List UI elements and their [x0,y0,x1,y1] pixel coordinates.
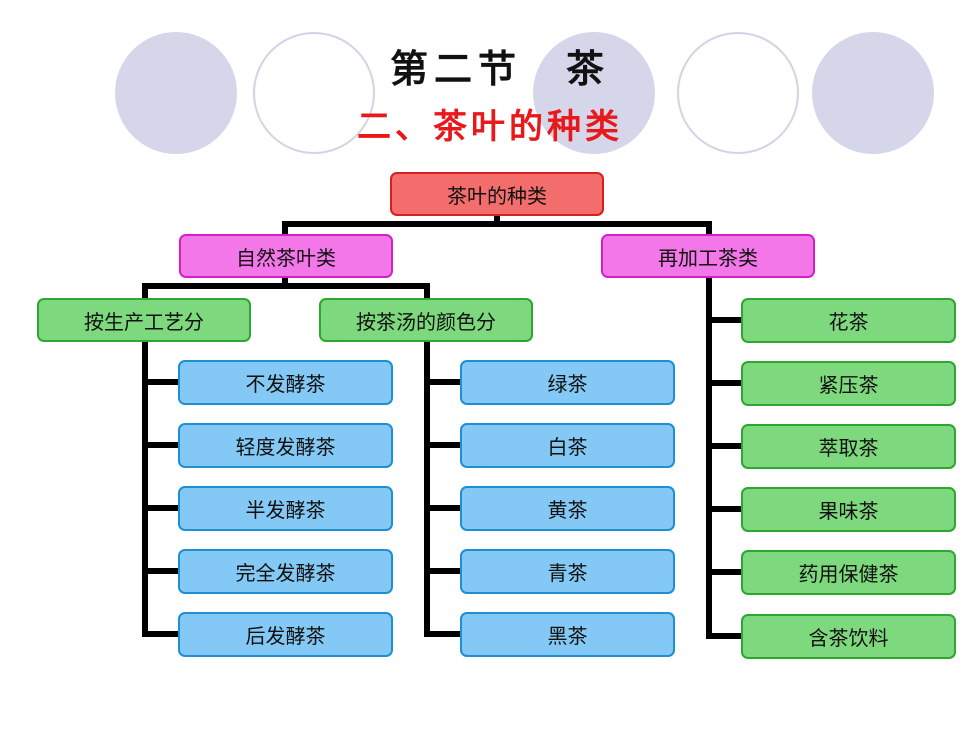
leaf-process-1: 轻度发酵茶 [178,423,393,468]
leaf-reprocessed-2: 萃取茶 [741,424,956,469]
leaf-color-2: 黄茶 [460,486,675,531]
decor-circle-2 [253,32,375,154]
leaf-process-2: 半发酵茶 [178,486,393,531]
leaf-reprocessed-4: 药用保健茶 [741,550,956,595]
decor-circle-3 [533,32,655,154]
page-title: 第二节 茶 [389,46,610,91]
decor-circle-4 [677,32,799,154]
leaf-color-4: 黑茶 [460,612,675,657]
node-reprocessed: 再加工茶类 [601,234,815,278]
leaf-reprocessed-1: 紧压茶 [741,361,956,406]
leaf-reprocessed-5: 含茶饮料 [741,614,956,659]
node-root: 茶叶的种类 [390,172,604,216]
node-natural: 自然茶叶类 [179,234,393,278]
leaf-color-0: 绿茶 [460,360,675,405]
leaf-process-0: 不发酵茶 [178,360,393,405]
leaf-process-4: 后发酵茶 [178,612,393,657]
leaf-reprocessed-3: 果味茶 [741,487,956,532]
page-subtitle: 二、茶叶的种类 [357,107,623,147]
node-color: 按茶汤的颜色分 [319,298,533,342]
leaf-color-3: 青茶 [460,549,675,594]
leaf-color-1: 白茶 [460,423,675,468]
decor-circle-1 [115,32,237,154]
decor-circle-5 [812,32,934,154]
node-process: 按生产工艺分 [37,298,251,342]
leaf-reprocessed-0: 花茶 [741,298,956,343]
leaf-process-3: 完全发酵茶 [178,549,393,594]
